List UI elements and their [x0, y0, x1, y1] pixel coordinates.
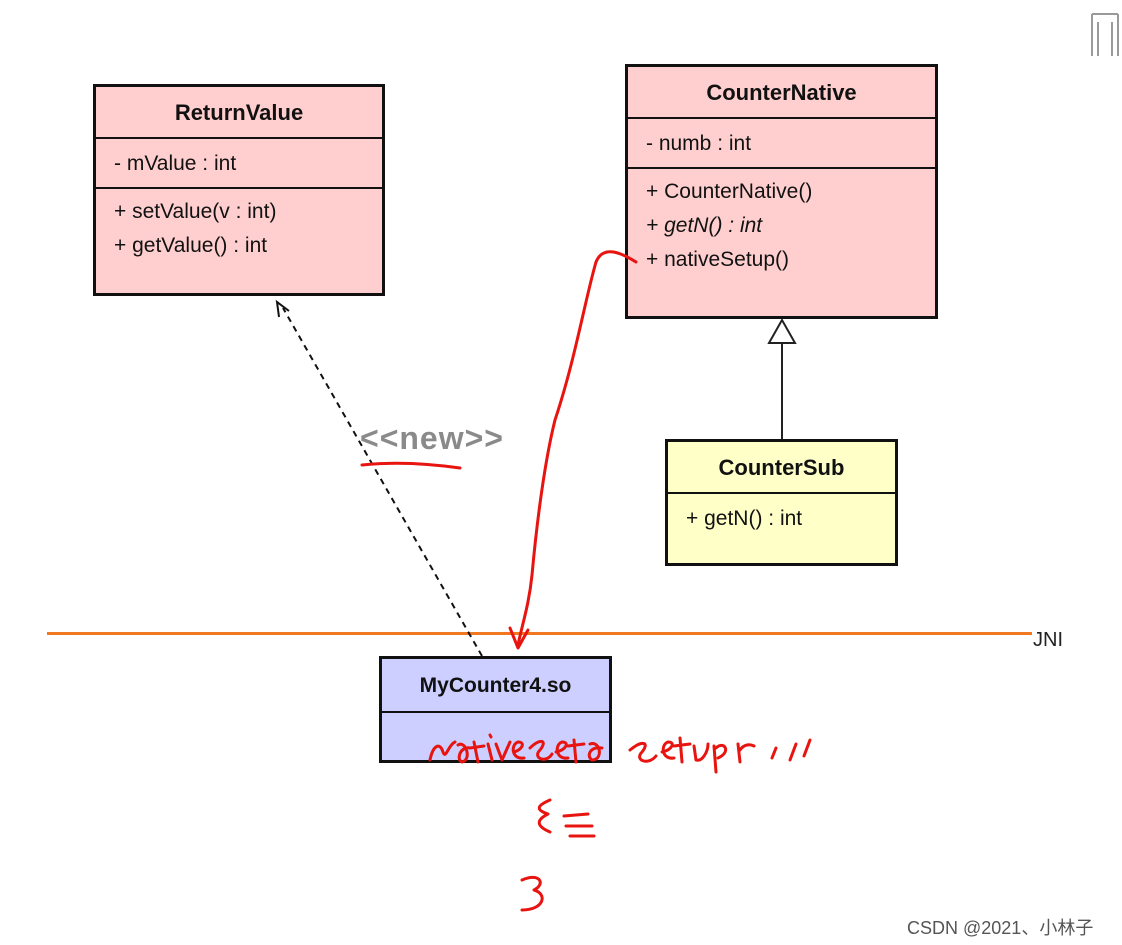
dependency-arrowhead — [275, 299, 290, 318]
handwriting-brace — [537, 798, 552, 834]
method-constructor: + CounterNative() — [646, 180, 813, 203]
method-nativesetup: + nativeSetup() — [646, 248, 790, 271]
underline-scribble — [360, 461, 462, 470]
attribute-compartment: - numb : int — [628, 119, 935, 169]
handwriting-setup — [628, 736, 812, 774]
class-name: CounterSub — [668, 442, 895, 494]
class-countersub: CounterSub + getN() : int — [665, 439, 898, 566]
method-compartment: + setValue(v : int) + getValue() : int — [96, 189, 382, 263]
method-getn-abstract: + getN() : int — [646, 214, 763, 237]
jni-boundary-line — [47, 632, 1032, 635]
jni-label: JNI — [1033, 629, 1063, 651]
class-mycounter4-so: MyCounter4.so — [379, 656, 612, 763]
method-setvalue: + setValue(v : int) — [114, 200, 277, 223]
watermark-text: CSDN @2021、小林子 — [907, 918, 1094, 938]
handwritten-annotations — [360, 250, 812, 912]
window-corner-icon — [1091, 13, 1119, 56]
class-returnvalue: ReturnValue - mValue : int + setValue(v … — [93, 84, 385, 296]
handwriting-three — [520, 875, 544, 912]
method-compartment: + getN() : int — [668, 494, 895, 536]
attribute-compartment: - mValue : int — [96, 139, 382, 189]
class-name: CounterNative — [628, 67, 935, 119]
attribute-numb: - numb : int — [646, 132, 752, 155]
method-getn: + getN() : int — [686, 507, 803, 530]
handwriting-equals — [562, 812, 596, 838]
generalization-triangle — [767, 317, 797, 344]
class-name: MyCounter4.so — [382, 659, 609, 713]
red-arrow-curve — [516, 250, 638, 647]
attribute-mvalue: - mValue : int — [114, 152, 237, 175]
red-arrowhead — [508, 626, 530, 650]
method-compartment: + CounterNative() + getN() : int + nativ… — [628, 169, 935, 277]
method-getvalue: + getValue() : int — [114, 234, 268, 257]
dependency-line — [282, 307, 483, 657]
class-name: ReturnValue — [96, 87, 382, 139]
class-counternative: CounterNative - numb : int + CounterNati… — [625, 64, 938, 319]
stereotype-new-label: <<new>> — [360, 420, 504, 456]
